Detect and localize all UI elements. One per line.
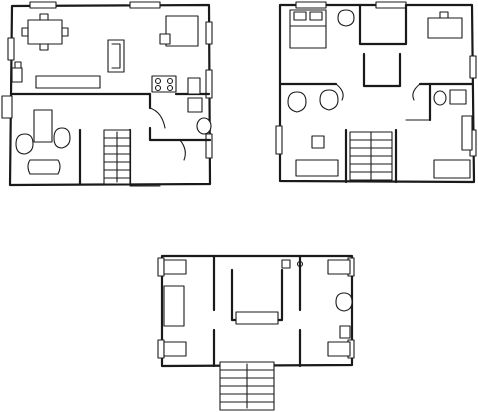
window xyxy=(205,133,213,159)
desk xyxy=(165,15,199,47)
window xyxy=(129,1,161,9)
toilet xyxy=(433,90,447,106)
sink xyxy=(187,77,201,95)
pillow xyxy=(293,11,307,21)
window xyxy=(7,37,15,61)
sofa xyxy=(27,159,61,175)
shower xyxy=(461,115,473,151)
burner xyxy=(154,77,162,85)
burner xyxy=(166,77,174,85)
attic-floor-plan xyxy=(157,254,355,411)
window xyxy=(275,125,283,155)
lamp xyxy=(281,259,291,269)
exterior-wall xyxy=(278,3,476,184)
side-table xyxy=(311,135,325,149)
window xyxy=(295,1,327,9)
lamp xyxy=(296,260,304,268)
stairs xyxy=(219,361,275,411)
window xyxy=(205,69,213,99)
sofa-cushion xyxy=(111,43,121,69)
armchair xyxy=(15,133,34,155)
chair xyxy=(61,27,69,37)
interior-wall xyxy=(358,3,408,46)
stairs xyxy=(349,131,393,181)
sink xyxy=(449,89,467,105)
window xyxy=(375,1,407,9)
door-swing xyxy=(412,83,421,101)
window xyxy=(205,21,213,45)
stairs xyxy=(103,129,131,185)
door-swing xyxy=(179,139,186,161)
window xyxy=(157,339,165,359)
sofa xyxy=(295,159,339,177)
bed xyxy=(163,341,187,357)
armchair xyxy=(53,127,71,149)
exterior-wall xyxy=(160,254,354,368)
sofa xyxy=(107,39,125,73)
bench xyxy=(235,311,279,325)
sofa xyxy=(163,285,185,327)
armchair xyxy=(319,89,339,111)
armchair xyxy=(337,9,355,27)
sideboard xyxy=(35,75,101,89)
cabinet xyxy=(11,67,23,83)
window xyxy=(29,1,57,9)
upper-floor-plan xyxy=(275,1,477,184)
interior-wall xyxy=(362,52,402,88)
coffee-table xyxy=(33,109,53,143)
dining-table xyxy=(27,19,63,45)
ground-floor-plan xyxy=(1,1,213,187)
chair xyxy=(21,27,29,37)
armchair xyxy=(335,292,353,312)
chair xyxy=(159,33,171,45)
stove xyxy=(151,75,177,93)
burner xyxy=(154,84,162,92)
interior-wall xyxy=(148,126,212,142)
side-table xyxy=(339,325,351,339)
armchair xyxy=(287,91,307,113)
door-swing xyxy=(149,107,166,129)
burner xyxy=(166,84,174,92)
window xyxy=(469,55,477,79)
bathtub xyxy=(433,159,471,179)
window xyxy=(157,257,165,277)
cabinet xyxy=(187,97,203,113)
lamp xyxy=(14,61,22,69)
lamp xyxy=(439,11,449,19)
chair xyxy=(39,43,49,51)
bed xyxy=(163,259,187,275)
pillow xyxy=(309,11,323,21)
door-entrance xyxy=(1,95,13,119)
chair xyxy=(39,13,49,21)
toilet xyxy=(196,117,212,135)
bed xyxy=(327,341,351,357)
bed xyxy=(327,259,351,275)
desk xyxy=(427,17,463,39)
door-swing xyxy=(335,83,344,101)
